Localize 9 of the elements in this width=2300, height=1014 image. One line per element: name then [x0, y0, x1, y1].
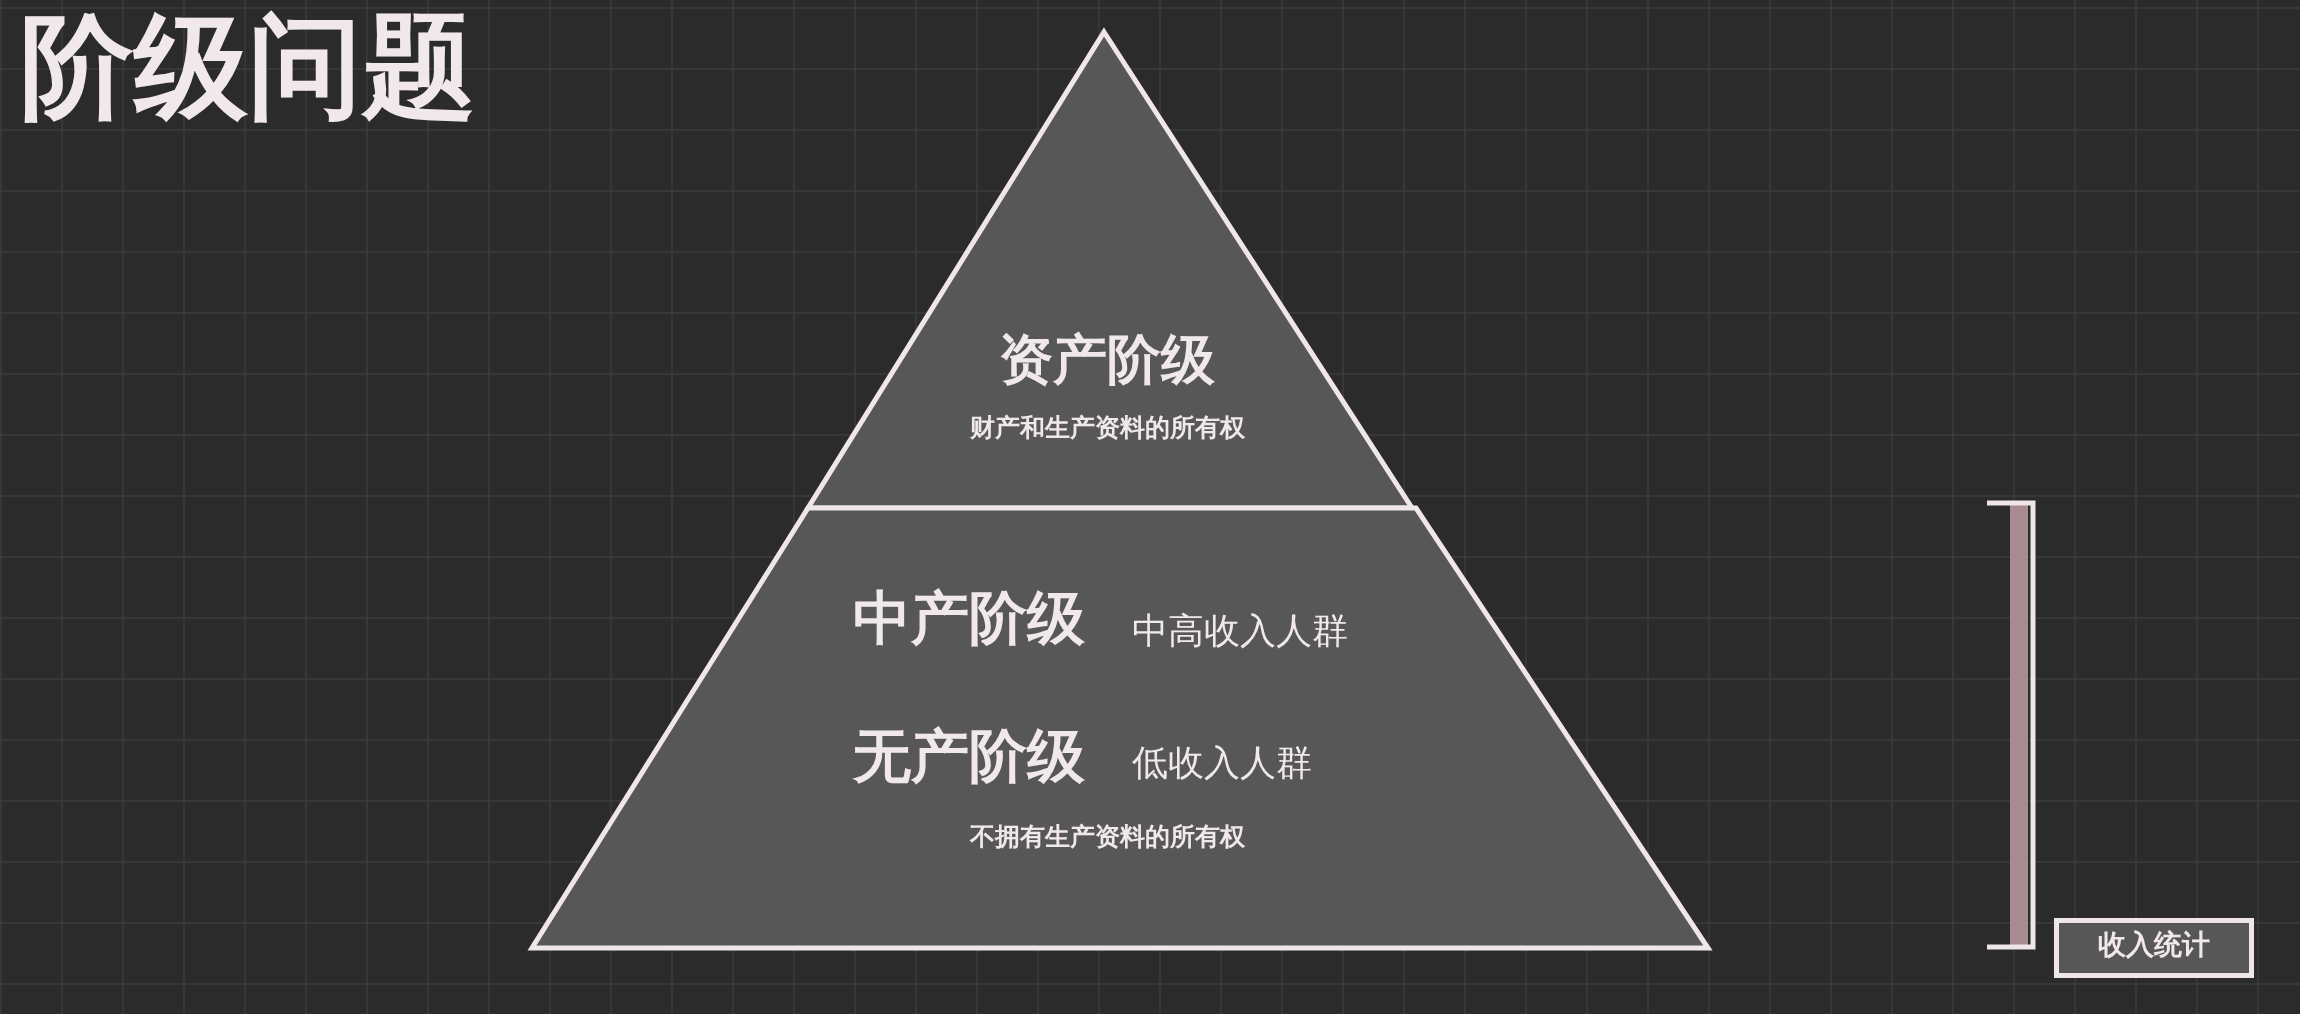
class-heading: 资产阶级 [999, 328, 1215, 393]
description-text: 收入统计 [2098, 928, 2210, 962]
description-text: 财产和生产资料的所有权 [969, 413, 1245, 443]
class-heading: 无产阶级 [853, 722, 1085, 792]
description-text: 不拥有生产资料的所有权 [969, 822, 1245, 852]
description-text: 低收入人群 [1132, 741, 1312, 785]
class-heading: 中产阶级 [853, 584, 1085, 654]
title: 阶级问题 [20, 4, 476, 130]
description-text: 中高收入人群 [1132, 609, 1348, 653]
